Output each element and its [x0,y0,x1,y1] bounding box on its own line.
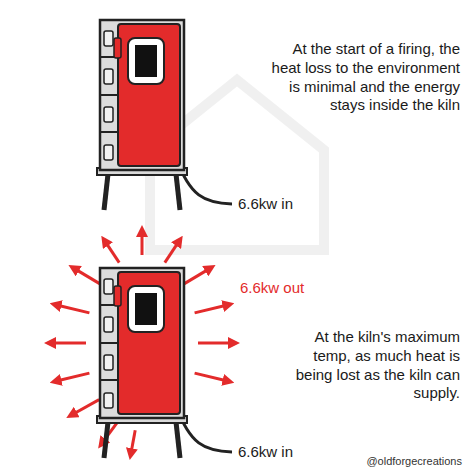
heat-arrow [195,305,229,313]
note-text: At the start of a firing, the heat loss … [260,40,460,115]
power-label: 6.6kw in [238,443,293,462]
heat-arrow [195,373,229,381]
credit-text: @oldforgecreations [366,455,462,469]
heat-arrow [56,373,90,381]
heat-arrow [56,305,90,313]
note-text: At the kiln's maximum temp, as much heat… [280,328,460,403]
heat-arrow [184,268,211,284]
heat-arrow [131,430,135,454]
heat-arrow [105,241,120,263]
heat-arrow [165,241,180,263]
heat-arrow [50,342,86,345]
power-out-label: 6.6kw out [240,279,304,298]
power-label: 6.6kw in [238,195,293,214]
heat-arrow [141,231,144,255]
heat-arrow [198,342,234,345]
heat-arrow [74,268,101,284]
heat-arrow [72,400,100,415]
